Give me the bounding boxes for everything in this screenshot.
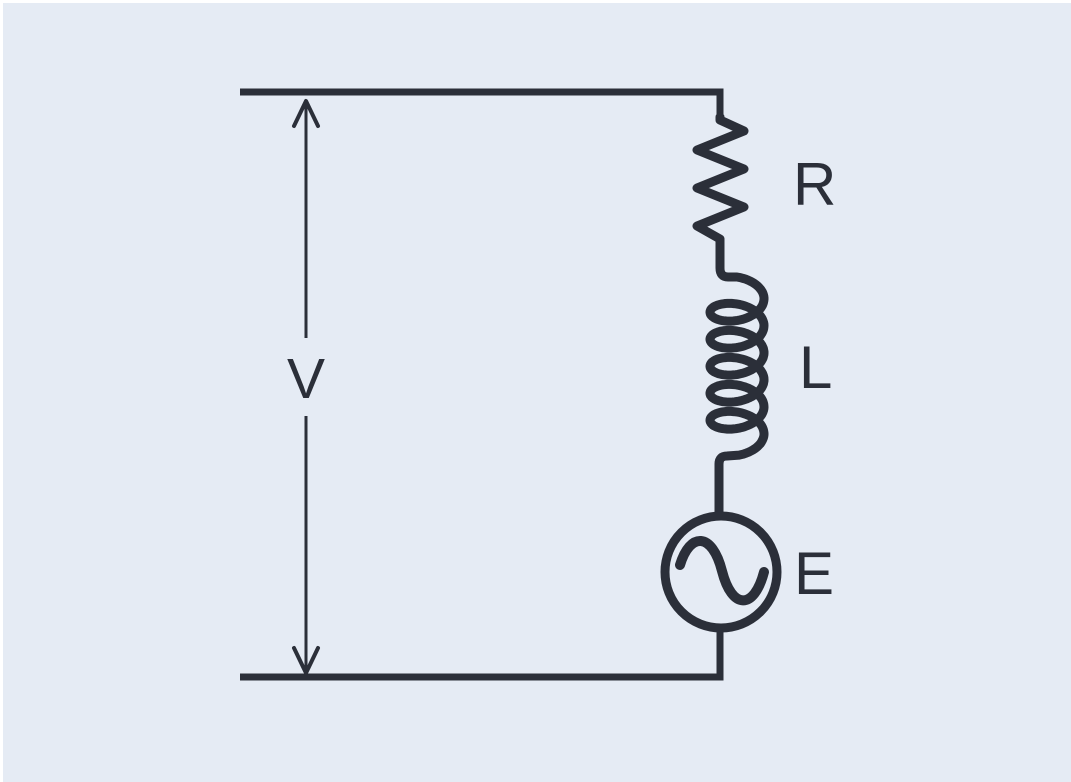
top-wire xyxy=(240,88,724,121)
circuit-diagram: V R L E xyxy=(3,3,1071,782)
inductor-label: L xyxy=(799,334,832,401)
sine-wave-icon xyxy=(675,536,769,606)
resistor-label: R xyxy=(793,151,836,218)
inductor-symbol xyxy=(705,257,769,519)
circuit-strokes xyxy=(240,88,782,681)
source-label: E xyxy=(794,540,834,607)
resistor-symbol xyxy=(692,112,749,271)
arrowhead-down-icon xyxy=(292,646,320,675)
canvas-background xyxy=(3,3,1071,782)
voltage-label: V xyxy=(287,347,325,411)
arrowhead-up-icon xyxy=(292,99,320,128)
ac-source-circle xyxy=(660,511,782,633)
bottom-wire xyxy=(240,630,724,681)
circuit-labels: V R L E xyxy=(287,151,836,607)
